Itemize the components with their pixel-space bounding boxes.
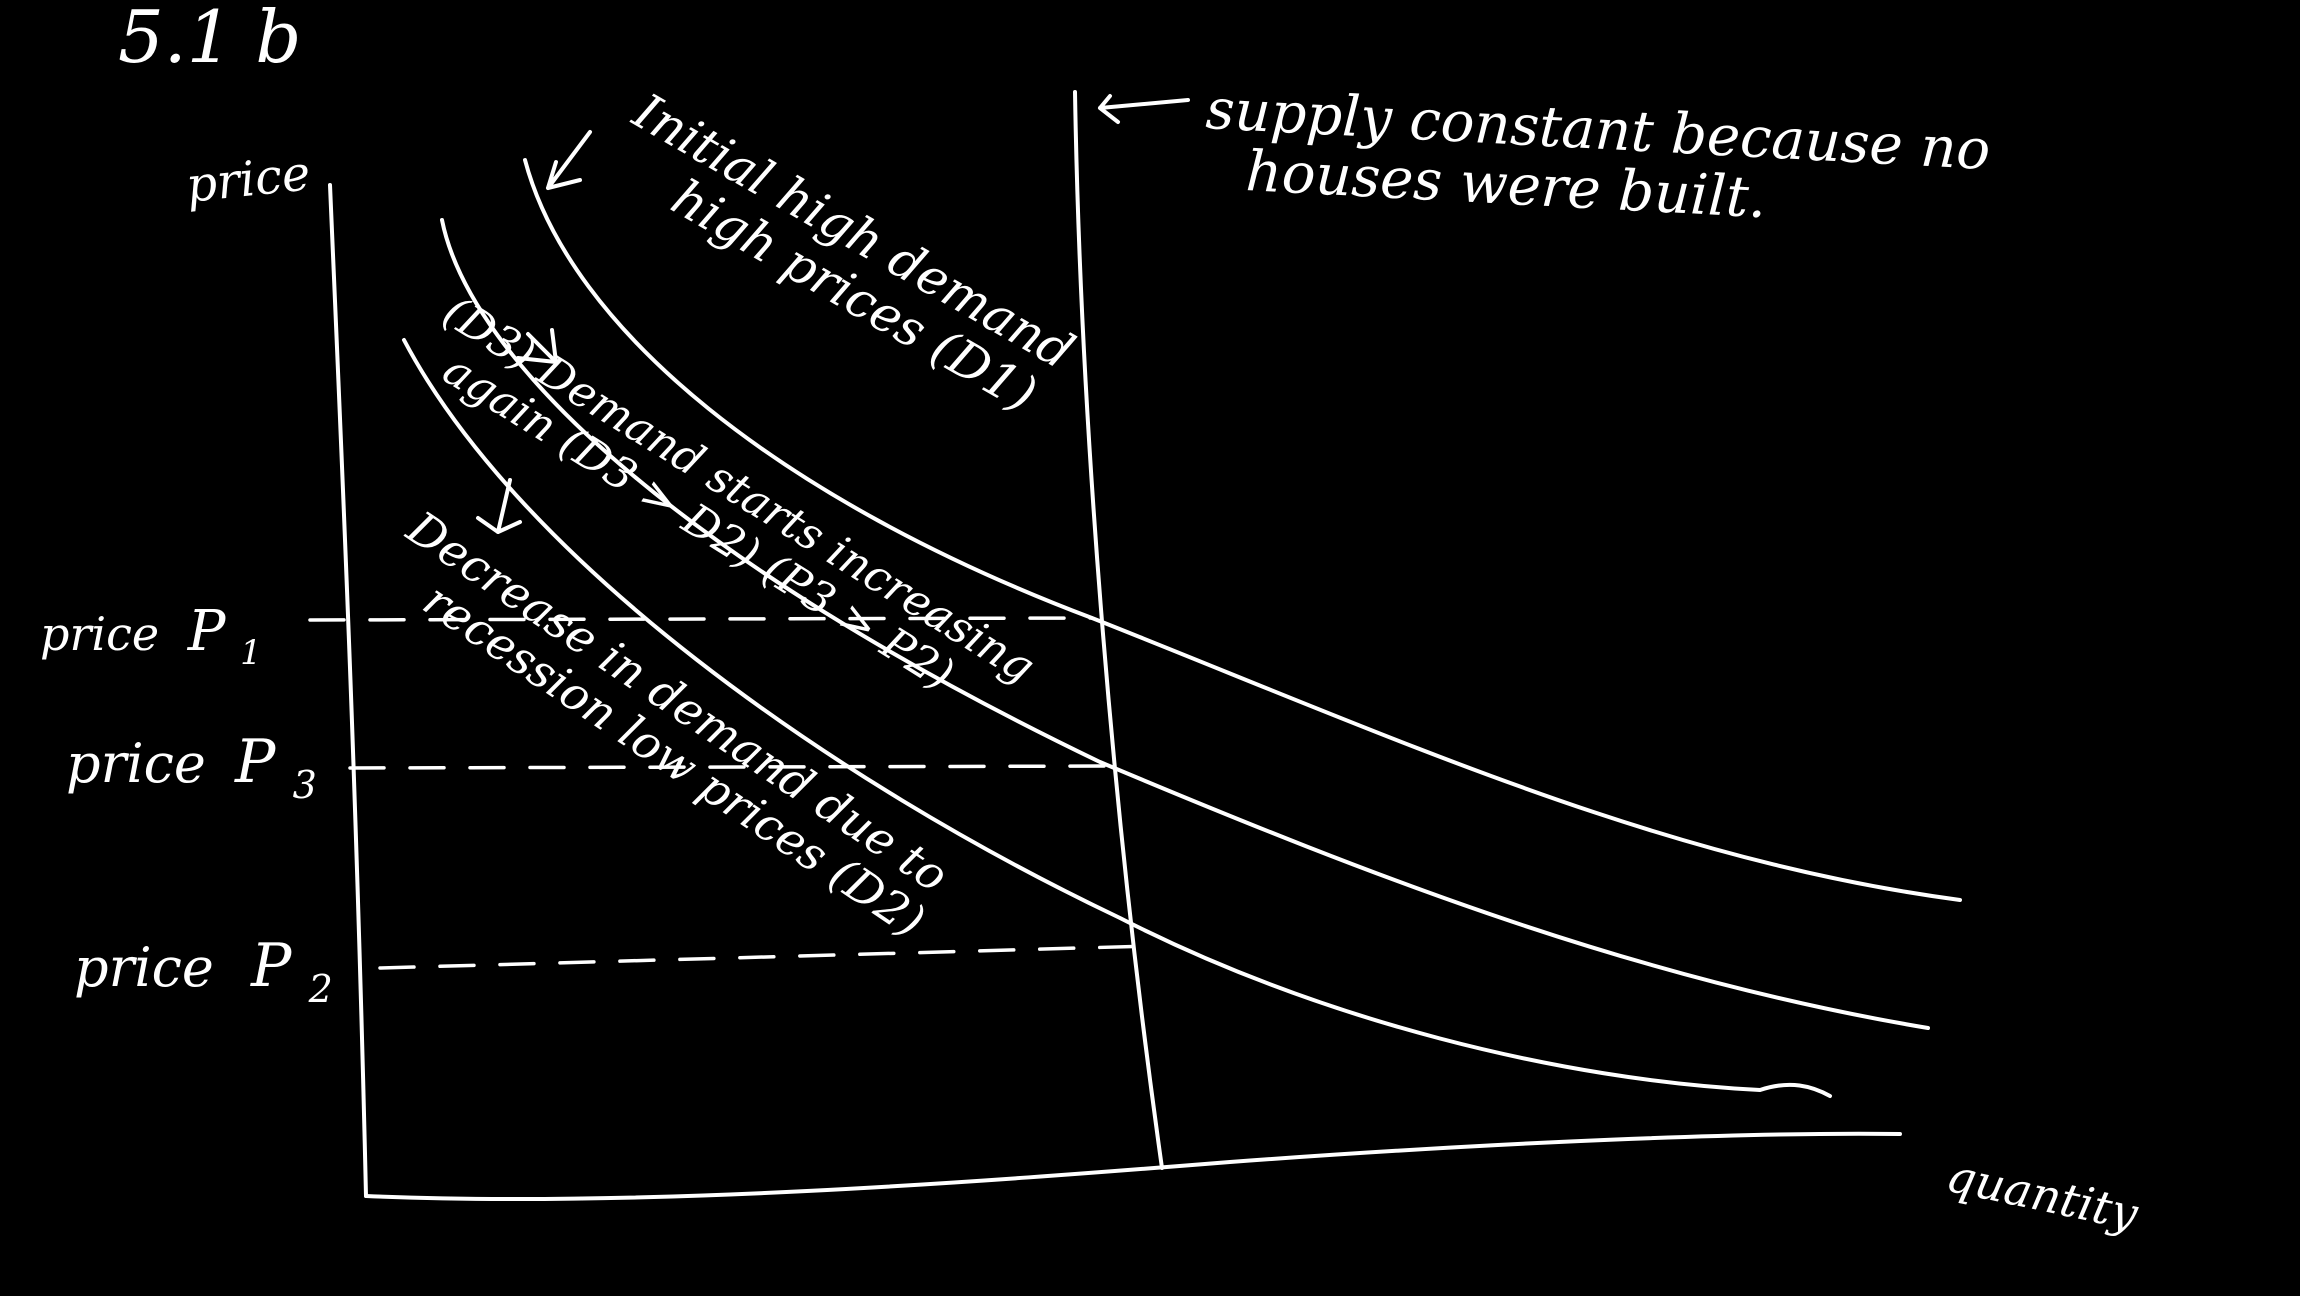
price-p2-prefix: price (74, 936, 214, 999)
price-p3-label: price P 3 (66, 727, 317, 807)
x-axis (364, 1131, 1902, 1202)
price-p2-guide-line (378, 944, 1152, 970)
demand-curve-d3 (440, 218, 1930, 1030)
demand-curve-d1 (523, 158, 1962, 902)
price-p1-symbol: P (187, 599, 227, 664)
price-p3-symbol: P (234, 727, 277, 797)
price-p1-label: price P 1 (40, 599, 262, 673)
d3-pointer-arrow (516, 328, 558, 364)
demand-curve-d2 (402, 338, 1832, 1098)
supply-pointer-arrow (1098, 94, 1190, 124)
price-p2-label: price P 2 (74, 931, 333, 1011)
supply-curve (1073, 90, 1164, 1170)
price-p1-subscript: 1 (240, 633, 262, 673)
y-axis-label: price (183, 145, 312, 214)
price-p1-prefix: price (40, 607, 159, 661)
price-p2-subscript: 2 (308, 967, 333, 1011)
d2-pointer-arrow (476, 478, 522, 534)
price-p3-subscript: 3 (293, 763, 317, 807)
price-p3-prefix: price (66, 732, 206, 795)
y-axis (328, 183, 368, 1198)
x-axis-label: quantity (1942, 1148, 2144, 1241)
price-p2-symbol: P (250, 931, 293, 1001)
diagram-title: 5.1 b (118, 0, 301, 79)
price-p1-guide-line (308, 616, 1094, 622)
d1-pointer-arrow (546, 130, 592, 190)
price-p3-guide-line (348, 764, 1120, 770)
